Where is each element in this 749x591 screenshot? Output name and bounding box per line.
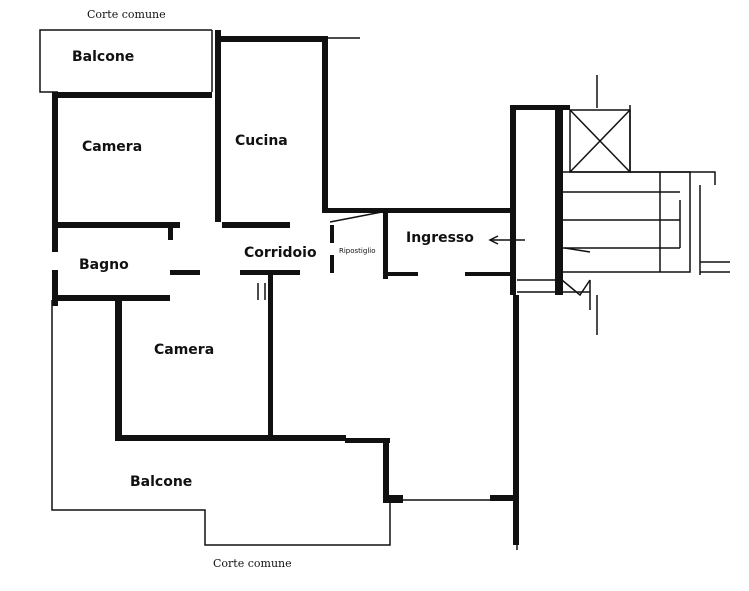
label-balcone-bottom: Balcone: [130, 474, 193, 490]
label-ingresso: Ingresso: [406, 230, 474, 246]
label-corte-comune-top: Corte comune: [87, 8, 166, 21]
label-ripostiglio: Ripostiglio: [339, 247, 376, 255]
walls: [52, 30, 570, 545]
label-bagno: Bagno: [79, 257, 129, 273]
label-corridoio: Corridoio: [244, 245, 317, 261]
label-balcone-top: Balcone: [72, 49, 135, 65]
label-camera-bottom: Camera: [154, 342, 215, 358]
label-corte-comune-bottom: Corte comune: [213, 557, 292, 570]
label-cucina: Cucina: [235, 133, 288, 149]
label-camera-top: Camera: [82, 139, 143, 155]
